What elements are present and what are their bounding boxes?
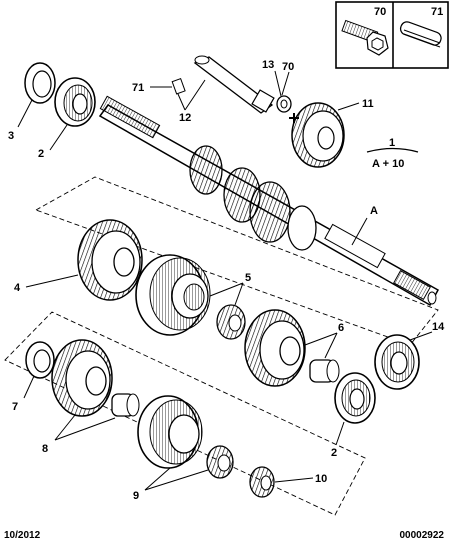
synchro-hub-part-5 — [135, 254, 211, 336]
legend-code-71: 71 — [431, 6, 443, 18]
callout-71: 71 — [132, 82, 144, 94]
callout-2-lower: 2 — [331, 447, 337, 459]
callout-9: 9 — [133, 490, 139, 502]
gear-part-6 — [244, 309, 306, 387]
needle-bearing-part-5 — [216, 304, 246, 340]
bolt-icon — [341, 19, 389, 56]
synchro-hub-part-9 — [137, 395, 203, 469]
gear-part-11 — [291, 102, 345, 168]
dowel-pin-icon — [399, 21, 442, 48]
callout-13: 13 — [262, 59, 274, 71]
callout-70: 70 — [282, 61, 294, 73]
bearing-part-2-lower — [334, 372, 376, 424]
callout-5: 5 — [245, 272, 251, 284]
footer-date: 10/2012 — [4, 530, 41, 541]
callout-12: 12 — [179, 112, 191, 124]
washer-part-3 — [24, 62, 56, 104]
washer-part-7 — [25, 341, 55, 379]
legend-code-70: 70 — [374, 6, 386, 18]
nut-part-13 — [276, 95, 292, 113]
nut-part-10 — [249, 466, 275, 498]
callout-1-bracket — [366, 147, 419, 153]
callout-7: 7 — [12, 401, 18, 413]
callout-A: A — [370, 205, 378, 217]
callout-11: 11 — [362, 98, 374, 110]
bushing-part-6 — [309, 359, 340, 383]
bushing-part-8 — [111, 393, 140, 417]
callout-14: 14 — [432, 321, 445, 333]
needle-bearing-part-9 — [206, 445, 234, 479]
callout-6: 6 — [338, 322, 344, 334]
callout-1: 1 — [389, 137, 395, 149]
callout-10: 10 — [315, 473, 327, 485]
callout-3: 3 — [8, 130, 14, 142]
footer-reference-number: 00002922 — [399, 530, 445, 541]
shift-rod — [193, 55, 275, 114]
gear-group-outline-upper — [34, 176, 439, 346]
callout-4: 4 — [14, 282, 21, 294]
pin-part-71 — [171, 78, 186, 95]
callout-8: 8 — [42, 443, 48, 455]
gear-part-4 — [77, 219, 143, 301]
gear-part-8 — [51, 339, 113, 417]
bearing-part-2-upper — [54, 77, 96, 127]
bearing-part-14 — [374, 334, 420, 390]
callout-1-subtitle: A + 10 — [372, 158, 404, 170]
parts-legend-box: 70 71 — [335, 1, 449, 69]
callout-2-upper: 2 — [38, 148, 44, 160]
leader-lines — [17, 70, 433, 491]
gear-group-outline-lower — [4, 311, 366, 516]
main-shaft-A — [98, 95, 440, 307]
